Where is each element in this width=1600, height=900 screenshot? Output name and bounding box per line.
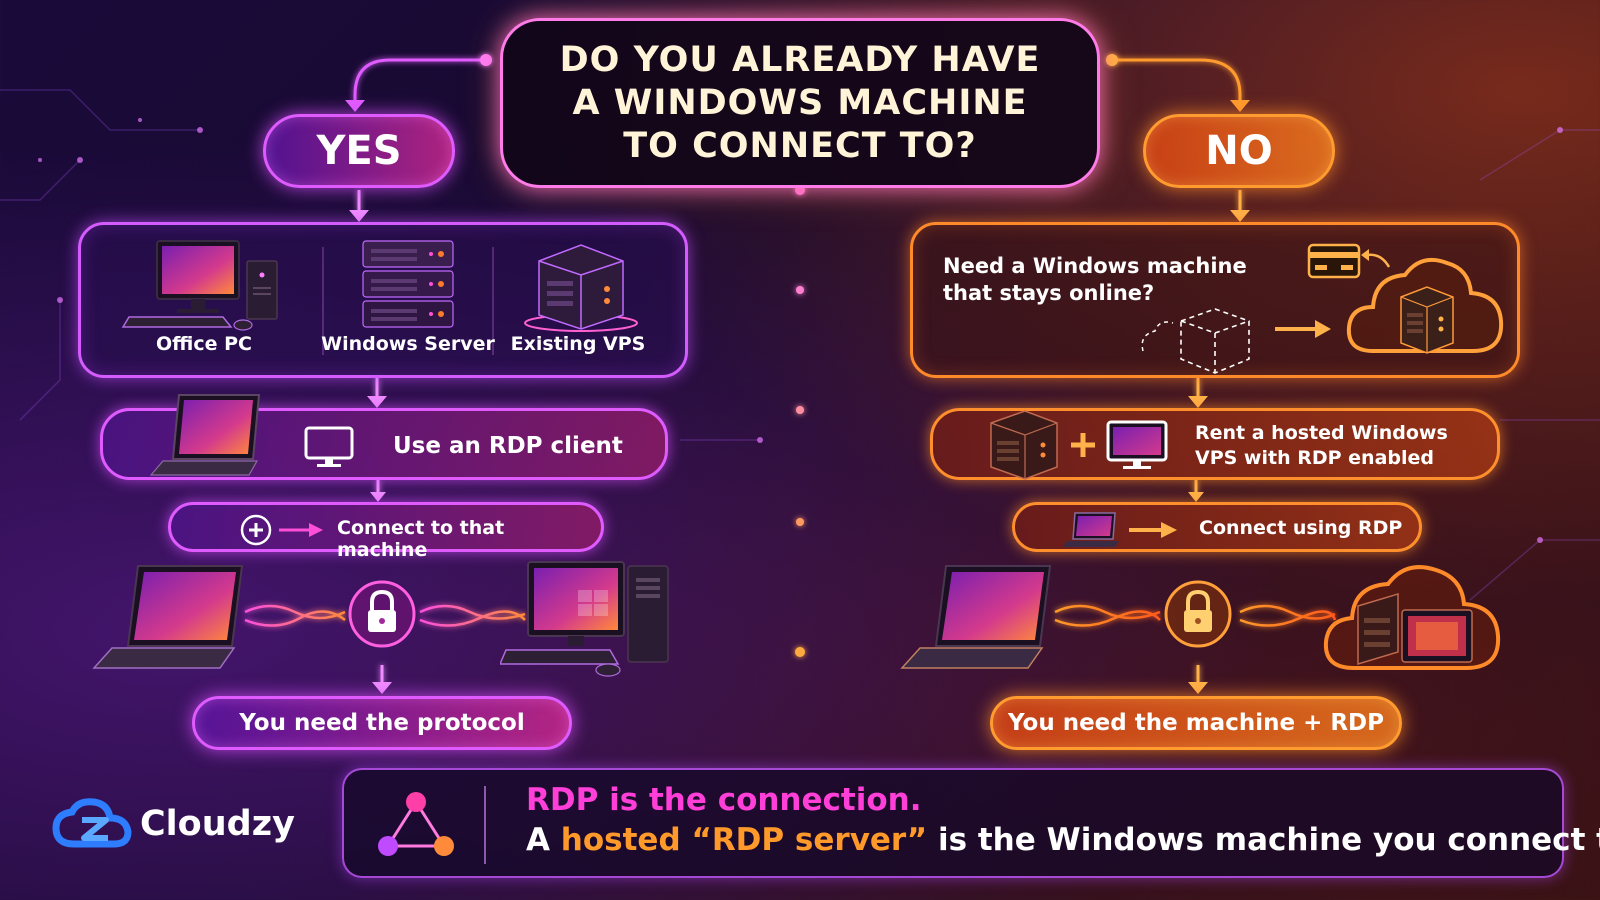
no-result-pill: You need the machine + RDP xyxy=(990,696,1402,750)
device-label-office-pc: Office PC xyxy=(156,333,252,355)
question-line-1: DO YOU ALREADY HAVE xyxy=(559,39,1041,80)
network-triangle-icon xyxy=(378,792,454,856)
yes-laptop-icon xyxy=(92,565,244,669)
curved-arrow-icon xyxy=(1361,249,1391,268)
lock-icon xyxy=(348,580,416,648)
brand-logo: Cloudzy xyxy=(52,792,312,856)
monitor-icon xyxy=(304,426,354,467)
no-step-rent-vps: Rent a hosted Windows VPS with RDP enabl… xyxy=(930,408,1500,480)
no-label: NO xyxy=(1205,128,1273,174)
device-label-windows-server: Windows Server xyxy=(321,333,495,355)
footer-line-2: A hosted “RDP server” is the Windows mac… xyxy=(526,822,1600,858)
question-box: DO YOU ALREADY HAVE A WINDOWS MACHINE TO… xyxy=(500,18,1100,188)
plus-icon xyxy=(1071,433,1095,457)
laptop-icon xyxy=(149,394,261,476)
vps-box-icon xyxy=(524,244,638,332)
footer-line2-highlight: hosted “RDP server” xyxy=(560,822,928,858)
plus-circle-icon xyxy=(240,514,323,546)
yes-step1-text: Use an RDP client xyxy=(393,433,623,459)
device-label-existing-vps: Existing VPS xyxy=(510,333,646,355)
footer-message-box: RDP is the connection. A hosted “RDP ser… xyxy=(342,768,1600,878)
yes-label: YES xyxy=(316,128,402,174)
no-result-text: You need the machine + RDP xyxy=(1007,710,1385,736)
yes-step-rdp-client: Use an RDP client xyxy=(100,394,668,480)
no-laptop-icon xyxy=(900,565,1052,669)
no-step2-text: Connect using RDP xyxy=(1199,517,1403,539)
cloud-server-icon xyxy=(1323,565,1501,670)
device-dividers xyxy=(322,247,494,355)
yes-devices-box: Office PC Windows Server Existing VPS xyxy=(78,222,688,378)
server-rack-icon xyxy=(362,240,454,328)
lock-icon xyxy=(1164,580,1232,648)
footer-line2-prefix: A xyxy=(526,822,550,858)
no-pill: NO xyxy=(1143,114,1335,188)
cloudzy-logo-icon xyxy=(52,798,132,848)
credit-card-icon xyxy=(1307,243,1361,279)
cloud-server-icon xyxy=(1346,258,1504,354)
laptop-arrow-icon xyxy=(1063,512,1177,547)
desktop-pc-icon xyxy=(121,240,278,331)
yes-step-connect: Connect to that machine xyxy=(168,502,604,561)
footer-line-1: RDP is the connection. xyxy=(526,782,922,818)
no-step-connect-rdp: Connect using RDP xyxy=(1012,502,1422,552)
arrow-right-icon xyxy=(1275,320,1331,338)
question-line-3: TO CONNECT TO? xyxy=(623,125,977,166)
footer-line2-suffix: is the Windows machine you connect to. xyxy=(937,822,1600,858)
yes-desktop-icon xyxy=(500,561,669,677)
server-box-icon xyxy=(990,410,1058,480)
no-step1-text: Rent a hosted Windows VPS with RDP enabl… xyxy=(1195,422,1448,469)
yes-step2-text: Connect to that machine xyxy=(337,517,505,561)
yes-result-text: You need the protocol xyxy=(239,710,525,736)
no-need-text: Need a Windows machine that stays online… xyxy=(943,254,1247,305)
question-line-2: A WINDOWS MACHINE xyxy=(572,82,1028,123)
no-need-box: Need a Windows machine that stays online… xyxy=(910,222,1520,378)
dashed-cube-icon xyxy=(1141,308,1250,374)
footer-divider xyxy=(484,786,486,864)
yes-pill: YES xyxy=(263,114,455,188)
yes-result-pill: You need the protocol xyxy=(192,696,572,750)
monitor-icon xyxy=(1106,420,1168,469)
brand-name: Cloudzy xyxy=(140,804,295,844)
